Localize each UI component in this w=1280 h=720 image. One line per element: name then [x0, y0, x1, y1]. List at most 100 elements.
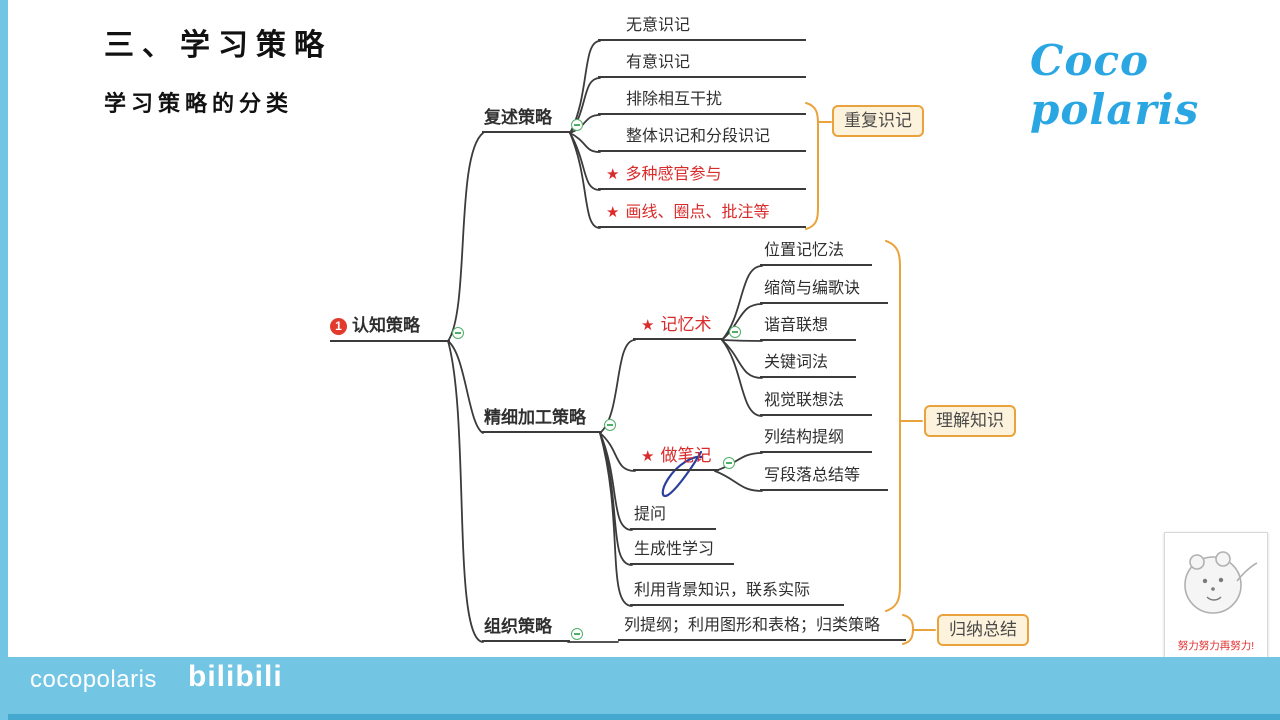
- node-leaf[interactable]: 列结构提纲: [760, 427, 872, 453]
- footer-bar: [0, 657, 1280, 714]
- node-label: 无意识记: [626, 17, 691, 34]
- connector-line: [599, 432, 633, 566]
- node-label: 缩简与编歌诀: [764, 280, 861, 297]
- node-leaf[interactable]: 提问: [630, 504, 716, 530]
- hamster-body: [1184, 556, 1242, 614]
- node-leaf[interactable]: 排除相互干扰: [598, 89, 806, 115]
- page-title: 三、学习策略: [104, 29, 332, 62]
- connector-line: [599, 339, 636, 434]
- hamster-ear: [1189, 554, 1205, 570]
- hamster-sticker: 努力努力再努力!: [1164, 532, 1268, 658]
- collapse-toggle[interactable]: [571, 119, 583, 131]
- node-leaf-starred[interactable]: ★ 多种感官参与: [598, 164, 806, 190]
- node-leaf[interactable]: 位置记忆法: [760, 240, 872, 266]
- node-label: 多种感官参与: [625, 166, 722, 183]
- node-label: 有意识记: [626, 54, 691, 71]
- node-label: 画线、圈点、批注等: [625, 204, 770, 221]
- node-leaf[interactable]: 利用背景知识，联系实际: [630, 580, 844, 606]
- bracket: [805, 102, 832, 230]
- node-leaf[interactable]: 生成性学习: [630, 539, 734, 565]
- node-label: 整体识记和分段识记: [626, 128, 771, 145]
- collapse-toggle[interactable]: [729, 326, 741, 338]
- connector-line: [721, 303, 763, 341]
- bilibili-logo: bilibili: [188, 660, 283, 693]
- connector-line: [599, 432, 633, 607]
- node-label: 写段落总结等: [764, 467, 861, 484]
- node-mnemonics[interactable]: ★记忆术: [633, 313, 723, 340]
- tag-label: 重复识记: [844, 111, 912, 130]
- node-label: 精细加工策略: [484, 408, 586, 427]
- node-label: 利用背景知识，联系实际: [634, 582, 811, 599]
- connector-line: [714, 470, 763, 492]
- node-organization[interactable]: 组织策略: [482, 615, 570, 642]
- left-border-strip: [0, 0, 8, 720]
- node-leaf[interactable]: 有意识记: [598, 52, 806, 78]
- connector-line: [447, 340, 484, 434]
- collapse-toggle[interactable]: [604, 419, 616, 431]
- connector-line: [721, 265, 763, 341]
- star-icon: ★: [606, 166, 620, 183]
- hamster-nose: [1211, 587, 1215, 591]
- tag-label: 理解知识: [936, 411, 1004, 430]
- page-subtitle: 学习策略的分类: [104, 91, 294, 116]
- tag-repeat-memorize[interactable]: 重复识记: [832, 105, 924, 137]
- node-label: 认知策略: [352, 316, 420, 335]
- bracket: [902, 614, 936, 645]
- connector-line: [569, 132, 601, 191]
- footer-brand: cocopolaris: [30, 666, 157, 693]
- hamster-mouth: [1206, 596, 1222, 601]
- node-leaf[interactable]: 缩简与编歌诀: [760, 278, 888, 304]
- node-rehearsal[interactable]: 复述策略: [482, 106, 572, 133]
- node-leaf[interactable]: 列提纲；利用图形和表格；归类策略: [618, 615, 906, 641]
- numbered-badge: 1: [330, 318, 347, 335]
- node-label: 提问: [634, 506, 667, 523]
- connector-line: [721, 339, 763, 379]
- bracket: [885, 240, 923, 612]
- star-icon: ★: [606, 204, 620, 221]
- node-label: 组织策略: [484, 617, 552, 636]
- tag-label: 归纳总结: [949, 620, 1017, 639]
- collapse-toggle[interactable]: [571, 628, 583, 640]
- node-label: 关键词法: [764, 354, 829, 371]
- node-label: 排除相互干扰: [626, 91, 723, 108]
- connector-line: [599, 432, 633, 531]
- node-label: 列提纲；利用图形和表格；归类策略: [624, 617, 881, 634]
- connector-line: [569, 132, 601, 153]
- hamster-ear: [1215, 551, 1231, 567]
- node-label: 列结构提纲: [764, 429, 845, 446]
- node-elaboration[interactable]: 精细加工策略: [482, 406, 602, 433]
- node-leaf[interactable]: 视觉联想法: [760, 390, 872, 416]
- node-leaf[interactable]: 谐音联想: [760, 315, 856, 341]
- connector-line: [599, 432, 636, 472]
- node-label: 位置记忆法: [764, 242, 845, 259]
- node-label: 视觉联想法: [764, 392, 845, 409]
- connector-line: [569, 132, 601, 229]
- collapse-toggle[interactable]: [452, 327, 464, 339]
- node-leaf[interactable]: 无意识记: [598, 15, 806, 41]
- node-leaf[interactable]: 整体识记和分段识记: [598, 126, 806, 152]
- node-leaf[interactable]: 关键词法: [760, 352, 856, 378]
- hamster-eye: [1202, 578, 1208, 584]
- star-icon: ★: [641, 317, 655, 334]
- node-label: 生成性学习: [634, 541, 715, 558]
- channel-watermark: Coco polaris: [1030, 36, 1200, 134]
- node-label: 谐音联想: [764, 317, 829, 334]
- tag-summarize[interactable]: 归纳总结: [937, 614, 1029, 646]
- sticker-caption: 努力努力再努力!: [1177, 640, 1255, 652]
- connector-line: [721, 339, 763, 342]
- node-notetaking[interactable]: ★做笔记: [633, 444, 719, 471]
- connector-line: [721, 339, 763, 417]
- footer-edge: [0, 714, 1280, 720]
- connector-line: [447, 132, 484, 342]
- node-label: 做笔记: [660, 446, 712, 465]
- connector-line: [447, 340, 484, 643]
- hamster-eye: [1218, 577, 1224, 583]
- node-root[interactable]: 1 认知策略: [330, 314, 450, 342]
- hamster-drawing: [1184, 551, 1258, 614]
- collapse-toggle[interactable]: [723, 457, 735, 469]
- tag-understand-knowledge[interactable]: 理解知识: [924, 405, 1016, 437]
- node-leaf-starred[interactable]: ★ 画线、圈点、批注等: [598, 202, 806, 228]
- node-label: 复述策略: [484, 108, 552, 127]
- node-leaf[interactable]: 写段落总结等: [760, 465, 888, 491]
